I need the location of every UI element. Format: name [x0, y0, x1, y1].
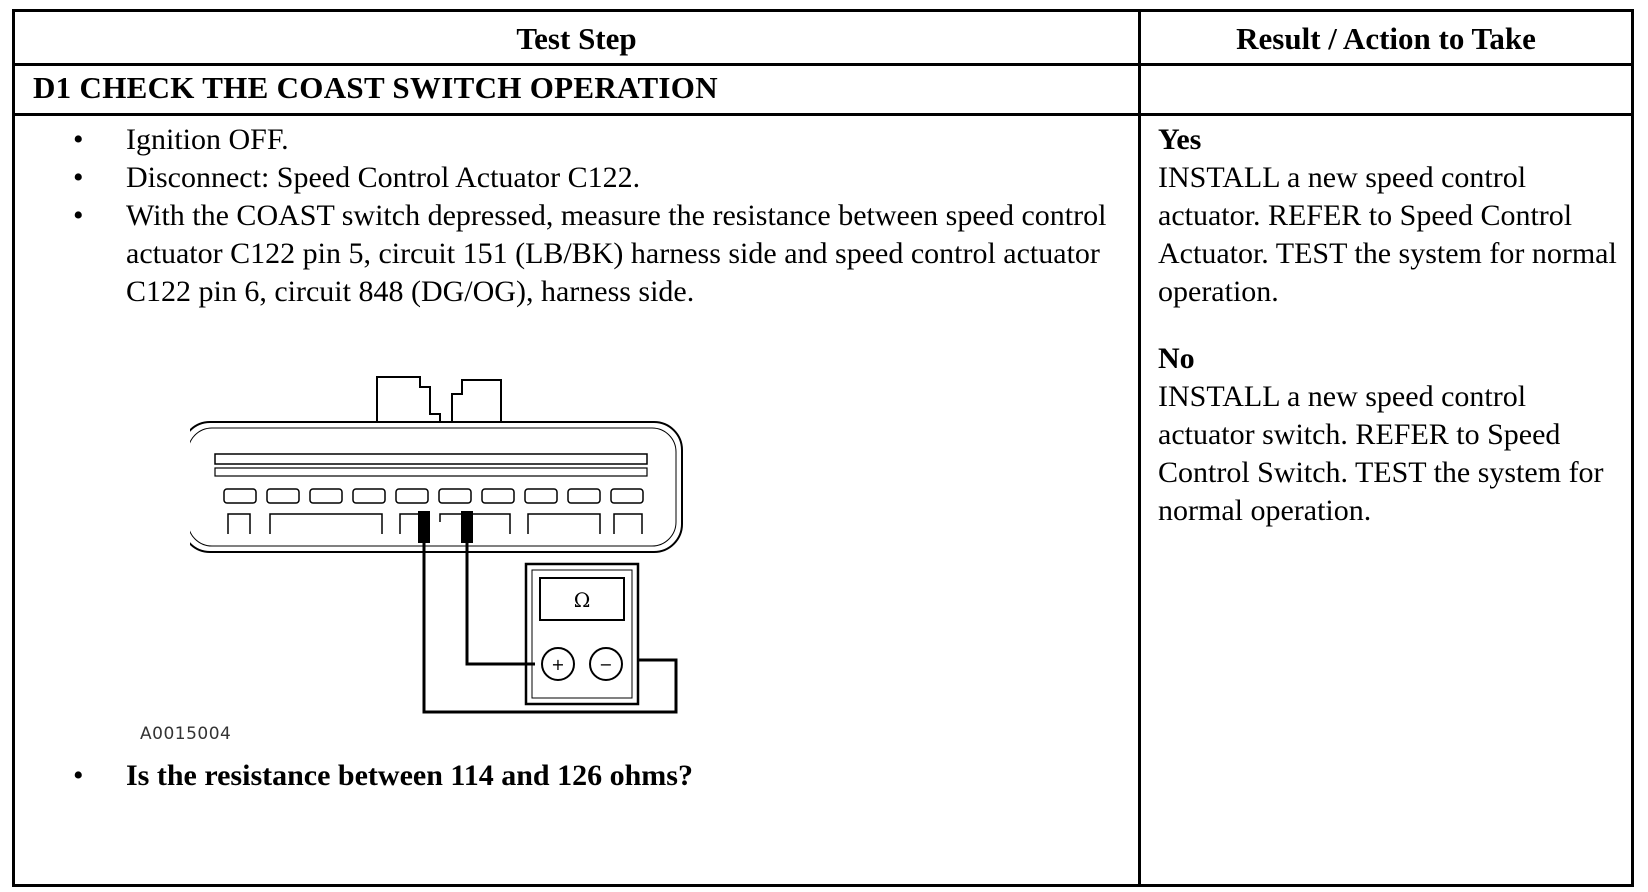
ohm-symbol: Ω — [574, 588, 591, 612]
result-yes: Yes INSTALL a new speed control actuator… — [1158, 121, 1628, 311]
bullet: • — [73, 199, 84, 232]
column-divider — [1138, 12, 1141, 884]
no-label: No — [1158, 342, 1195, 375]
step-item: • Disconnect: Speed Control Actuator C12… — [15, 159, 1138, 197]
step-item: • With the COAST switch depressed, measu… — [15, 197, 1138, 311]
title-divider — [15, 113, 1631, 116]
diagnostic-table: Test Step Result / Action to Take D1 CHE… — [12, 9, 1634, 887]
header-test-step: Test Step — [516, 21, 637, 56]
bullet: • — [73, 123, 84, 156]
connector-rail — [214, 453, 648, 465]
header-divider — [15, 63, 1631, 66]
result-no: No INSTALL a new speed control actuator … — [1158, 340, 1628, 530]
connector-pins — [223, 488, 644, 504]
yes-label: Yes — [1158, 123, 1202, 156]
probe-pin-5 — [418, 511, 430, 543]
meter-negative-jack — [589, 647, 623, 681]
bullet: • — [73, 759, 84, 792]
minus-symbol: − — [599, 655, 612, 674]
bullet: • — [73, 161, 84, 194]
multimeter — [524, 562, 640, 706]
plus-symbol: + — [551, 655, 564, 674]
step-title: D1 CHECK THE COAST SWITCH OPERATION — [33, 70, 718, 105]
figure-code: A0015004 — [140, 724, 232, 744]
meter-positive-jack — [541, 647, 575, 681]
no-text: INSTALL a new speed control actuator swi… — [1158, 380, 1604, 527]
connector-meter-diagram: Ω + − — [190, 376, 683, 714]
connector-body — [190, 421, 683, 553]
test-lead-negative — [422, 542, 678, 714]
connector-latch-left — [376, 376, 441, 422]
step-text: With the COAST switch depressed, measure… — [126, 199, 1107, 308]
probe-pin-6 — [461, 511, 473, 543]
step-list: • Ignition OFF. • Disconnect: Speed Cont… — [15, 121, 1138, 311]
test-lead-positive — [465, 542, 535, 666]
header-result-action: Result / Action to Take — [1236, 21, 1536, 56]
yes-text: INSTALL a new speed control actuator. RE… — [1158, 161, 1617, 308]
question-text: Is the resistance between 114 and 126 oh… — [126, 759, 693, 792]
step-text: Disconnect: Speed Control Actuator C122. — [126, 161, 641, 194]
meter-display — [539, 577, 625, 621]
connector-latch-right — [451, 379, 502, 422]
step-text: Ignition OFF. — [126, 123, 289, 156]
step-item: • Ignition OFF. — [15, 121, 1138, 159]
